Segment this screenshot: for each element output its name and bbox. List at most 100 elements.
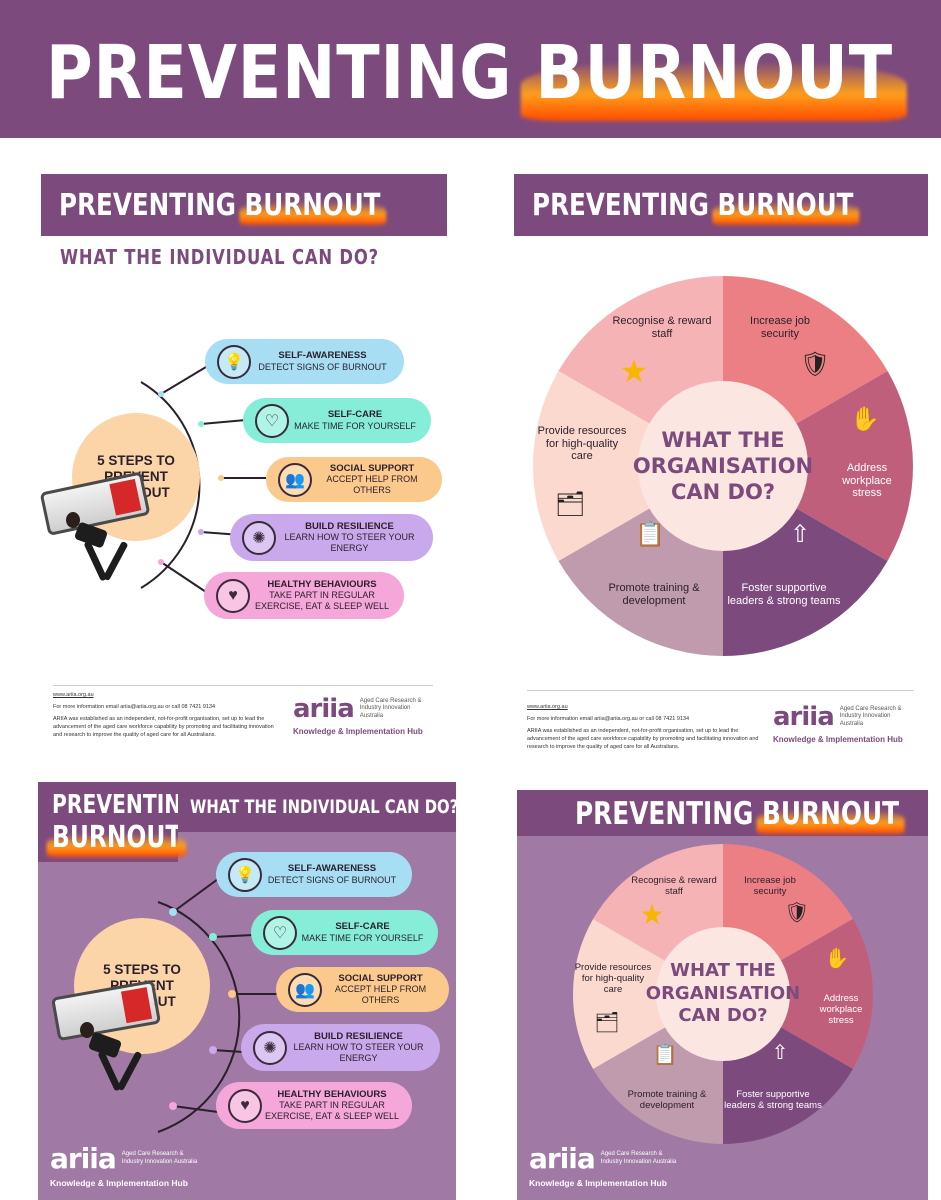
panel-2-header-preventing: PREVENTING bbox=[532, 188, 709, 223]
banner-title-word-preventing: PREVENTING bbox=[46, 30, 513, 116]
panel-3-connectors bbox=[157, 878, 278, 1133]
panel-2-ariia-logo: ariia Aged Care Research & Industry Inno… bbox=[773, 702, 923, 744]
org-center-text: WHAT THE ORGANISATION CAN DO? bbox=[645, 960, 801, 1027]
step-desc: DETECT SIGNS OF BURNOUT bbox=[267, 874, 397, 885]
org-2-label-resources: Provide resources for high-quality care bbox=[574, 962, 652, 995]
step-title: SELF-AWARENESS bbox=[278, 350, 367, 362]
step-desc: ACCEPT HELP FROM OTHERS bbox=[326, 474, 418, 496]
ariia-logo-sub: Aged Care Research & Industry Innovation… bbox=[359, 698, 422, 719]
org-2-label-security: Increase job security bbox=[744, 875, 796, 897]
training-icon: 📋 bbox=[635, 521, 665, 548]
panel-1-header-burnout: BURNOUT bbox=[239, 188, 386, 226]
banner-title-burnout: BURNOUT bbox=[521, 30, 908, 122]
panel-3-subtitle: WHAT THE INDIVIDUAL CAN DO? bbox=[190, 796, 459, 818]
panel-3-header-preventing: PREVENTING bbox=[52, 790, 198, 820]
panel-4-header: PREVENTING BURNOUT bbox=[517, 790, 928, 836]
resources-icon: 🗂 bbox=[594, 1012, 620, 1034]
website-link[interactable]: www.ariia.org.au bbox=[53, 692, 94, 698]
org-1-label-training: Promote training & development bbox=[608, 582, 700, 607]
stress-icon: ✋ bbox=[824, 948, 850, 970]
panel-2-divider bbox=[527, 690, 914, 691]
team-lift-icon: ⇧ bbox=[789, 521, 811, 548]
step-desc: LEARN HOW TO STEER YOUR ENERGY bbox=[293, 1042, 424, 1064]
panel-4-header-burnout: BURNOUT bbox=[756, 796, 905, 835]
org-2-label-recognise: Recognise & reward staff bbox=[631, 875, 717, 897]
resources-icon: 🗂 bbox=[554, 491, 586, 518]
step-desc: DETECT SIGNS OF BURNOUT bbox=[258, 361, 387, 372]
panel-3-ariia-logo: ariia Aged Care Research & Industry Inno… bbox=[50, 1142, 230, 1188]
step-title: SOCIAL SUPPORT bbox=[329, 463, 415, 474]
org-2-label-stress: Address workplace stress bbox=[819, 993, 863, 1026]
org-1-label-stress: Address workplace stress bbox=[842, 462, 892, 500]
ariia-logo-hub: Knowledge & Implementation Hub bbox=[293, 727, 423, 736]
shield-check-icon: 🛡 bbox=[799, 351, 831, 378]
flame-icon bbox=[756, 808, 905, 835]
ariia-logo-word: ariia bbox=[293, 694, 355, 724]
panel-3-header-box: PREVENTING BURNOUT bbox=[38, 782, 198, 862]
top-banner: PREVENTING BURNOUT bbox=[0, 0, 941, 138]
org-2-label-leaders: Foster supportive leaders & strong teams bbox=[724, 1089, 822, 1111]
step-desc: MAKE TIME FOR YOURSELF bbox=[294, 420, 416, 431]
person-pushing-icon bbox=[62, 510, 142, 585]
org-1-label-leaders: Foster supportive leaders & strong teams bbox=[727, 582, 841, 607]
people-icon: 👥 bbox=[288, 972, 322, 1007]
ariia-logo-word: ariia bbox=[50, 1142, 117, 1175]
org-1-label-security: Increase job security bbox=[750, 315, 810, 340]
panel-1-divider bbox=[53, 685, 433, 686]
step-title: SELF-AWARENESS bbox=[287, 863, 377, 875]
step-title: HEALTHY BEHAVIOURS bbox=[267, 579, 377, 590]
wheel-segment bbox=[723, 919, 873, 1069]
step-title: SOCIAL SUPPORT bbox=[338, 973, 423, 984]
step-desc: ACCEPT HELP FROM OTHERS bbox=[334, 984, 427, 1006]
panel-individual-purple: PREVENTING BURNOUT WHAT THE INDIVIDUAL C… bbox=[38, 782, 459, 1200]
contact-text: For more information email ariia@ariia.o… bbox=[53, 703, 216, 710]
org-center-text: WHAT THE ORGANISATION CAN DO? bbox=[632, 427, 814, 505]
step-title: SELF-CARE bbox=[335, 921, 390, 933]
banner-title-word-burnout: BURNOUT bbox=[535, 30, 893, 116]
step-desc: MAKE TIME FOR YOURSELF bbox=[301, 932, 424, 943]
wheel-segment bbox=[723, 371, 913, 561]
step-desc: TAKE PART IN REGULAR EXERCISE, EAT & SLE… bbox=[264, 1100, 400, 1122]
panel-1-subtitle: WHAT THE INDIVIDUAL CAN DO? bbox=[60, 245, 379, 269]
ariia-logo-sub: Aged Care Research & Industry Innovation… bbox=[121, 1151, 198, 1165]
people-icon: 👥 bbox=[278, 462, 312, 497]
heart-hands-icon: ♥ bbox=[228, 1088, 262, 1123]
step-title: SELF-CARE bbox=[327, 409, 383, 421]
step-title: HEALTHY BEHAVIOURS bbox=[277, 1089, 387, 1100]
org-1-label-recognise: Recognise & reward staff bbox=[612, 315, 712, 340]
step-desc: LEARN HOW TO STEER YOUR ENERGY bbox=[284, 532, 415, 554]
website-link[interactable]: www.ariia.org.au bbox=[527, 704, 568, 710]
flame-icon bbox=[46, 832, 187, 858]
team-lift-icon: ⇧ bbox=[771, 1042, 789, 1064]
wheel-segment bbox=[533, 371, 723, 561]
about-text: ARIIA was established as an independent,… bbox=[527, 727, 759, 750]
stress-icon: ✋ bbox=[850, 406, 880, 433]
heart-hands-icon: ♥ bbox=[216, 578, 250, 613]
step-title: BUILD RESILIENCE bbox=[305, 521, 394, 532]
panel-1-footer: www.ariia.org.au For more information em… bbox=[53, 692, 283, 740]
panel-2-header-burnout: BURNOUT bbox=[712, 188, 859, 226]
org-2-label-training: Promote training & development bbox=[627, 1089, 707, 1111]
ariia-logo-hub: Knowledge & Implementation Hub bbox=[773, 735, 903, 744]
about-text: ARIIA was established as an independent,… bbox=[53, 715, 274, 738]
ariia-logo-word: ariia bbox=[529, 1142, 596, 1175]
ariia-logo-hub: Knowledge & Implementation Hub bbox=[529, 1178, 667, 1188]
flame-icon bbox=[712, 200, 859, 226]
resilience-icon: ✺ bbox=[242, 520, 276, 555]
shield-check-icon: 🛡 bbox=[784, 902, 810, 924]
self-care-icon: ♡ bbox=[263, 915, 297, 950]
ariia-logo-sub: Aged Care Research & Industry Innovation… bbox=[600, 1151, 677, 1165]
training-icon: 📋 bbox=[652, 1044, 678, 1066]
panel-1-header-preventing: PREVENTING bbox=[59, 188, 236, 223]
panel-2-footer: www.ariia.org.au For more information em… bbox=[527, 704, 759, 752]
